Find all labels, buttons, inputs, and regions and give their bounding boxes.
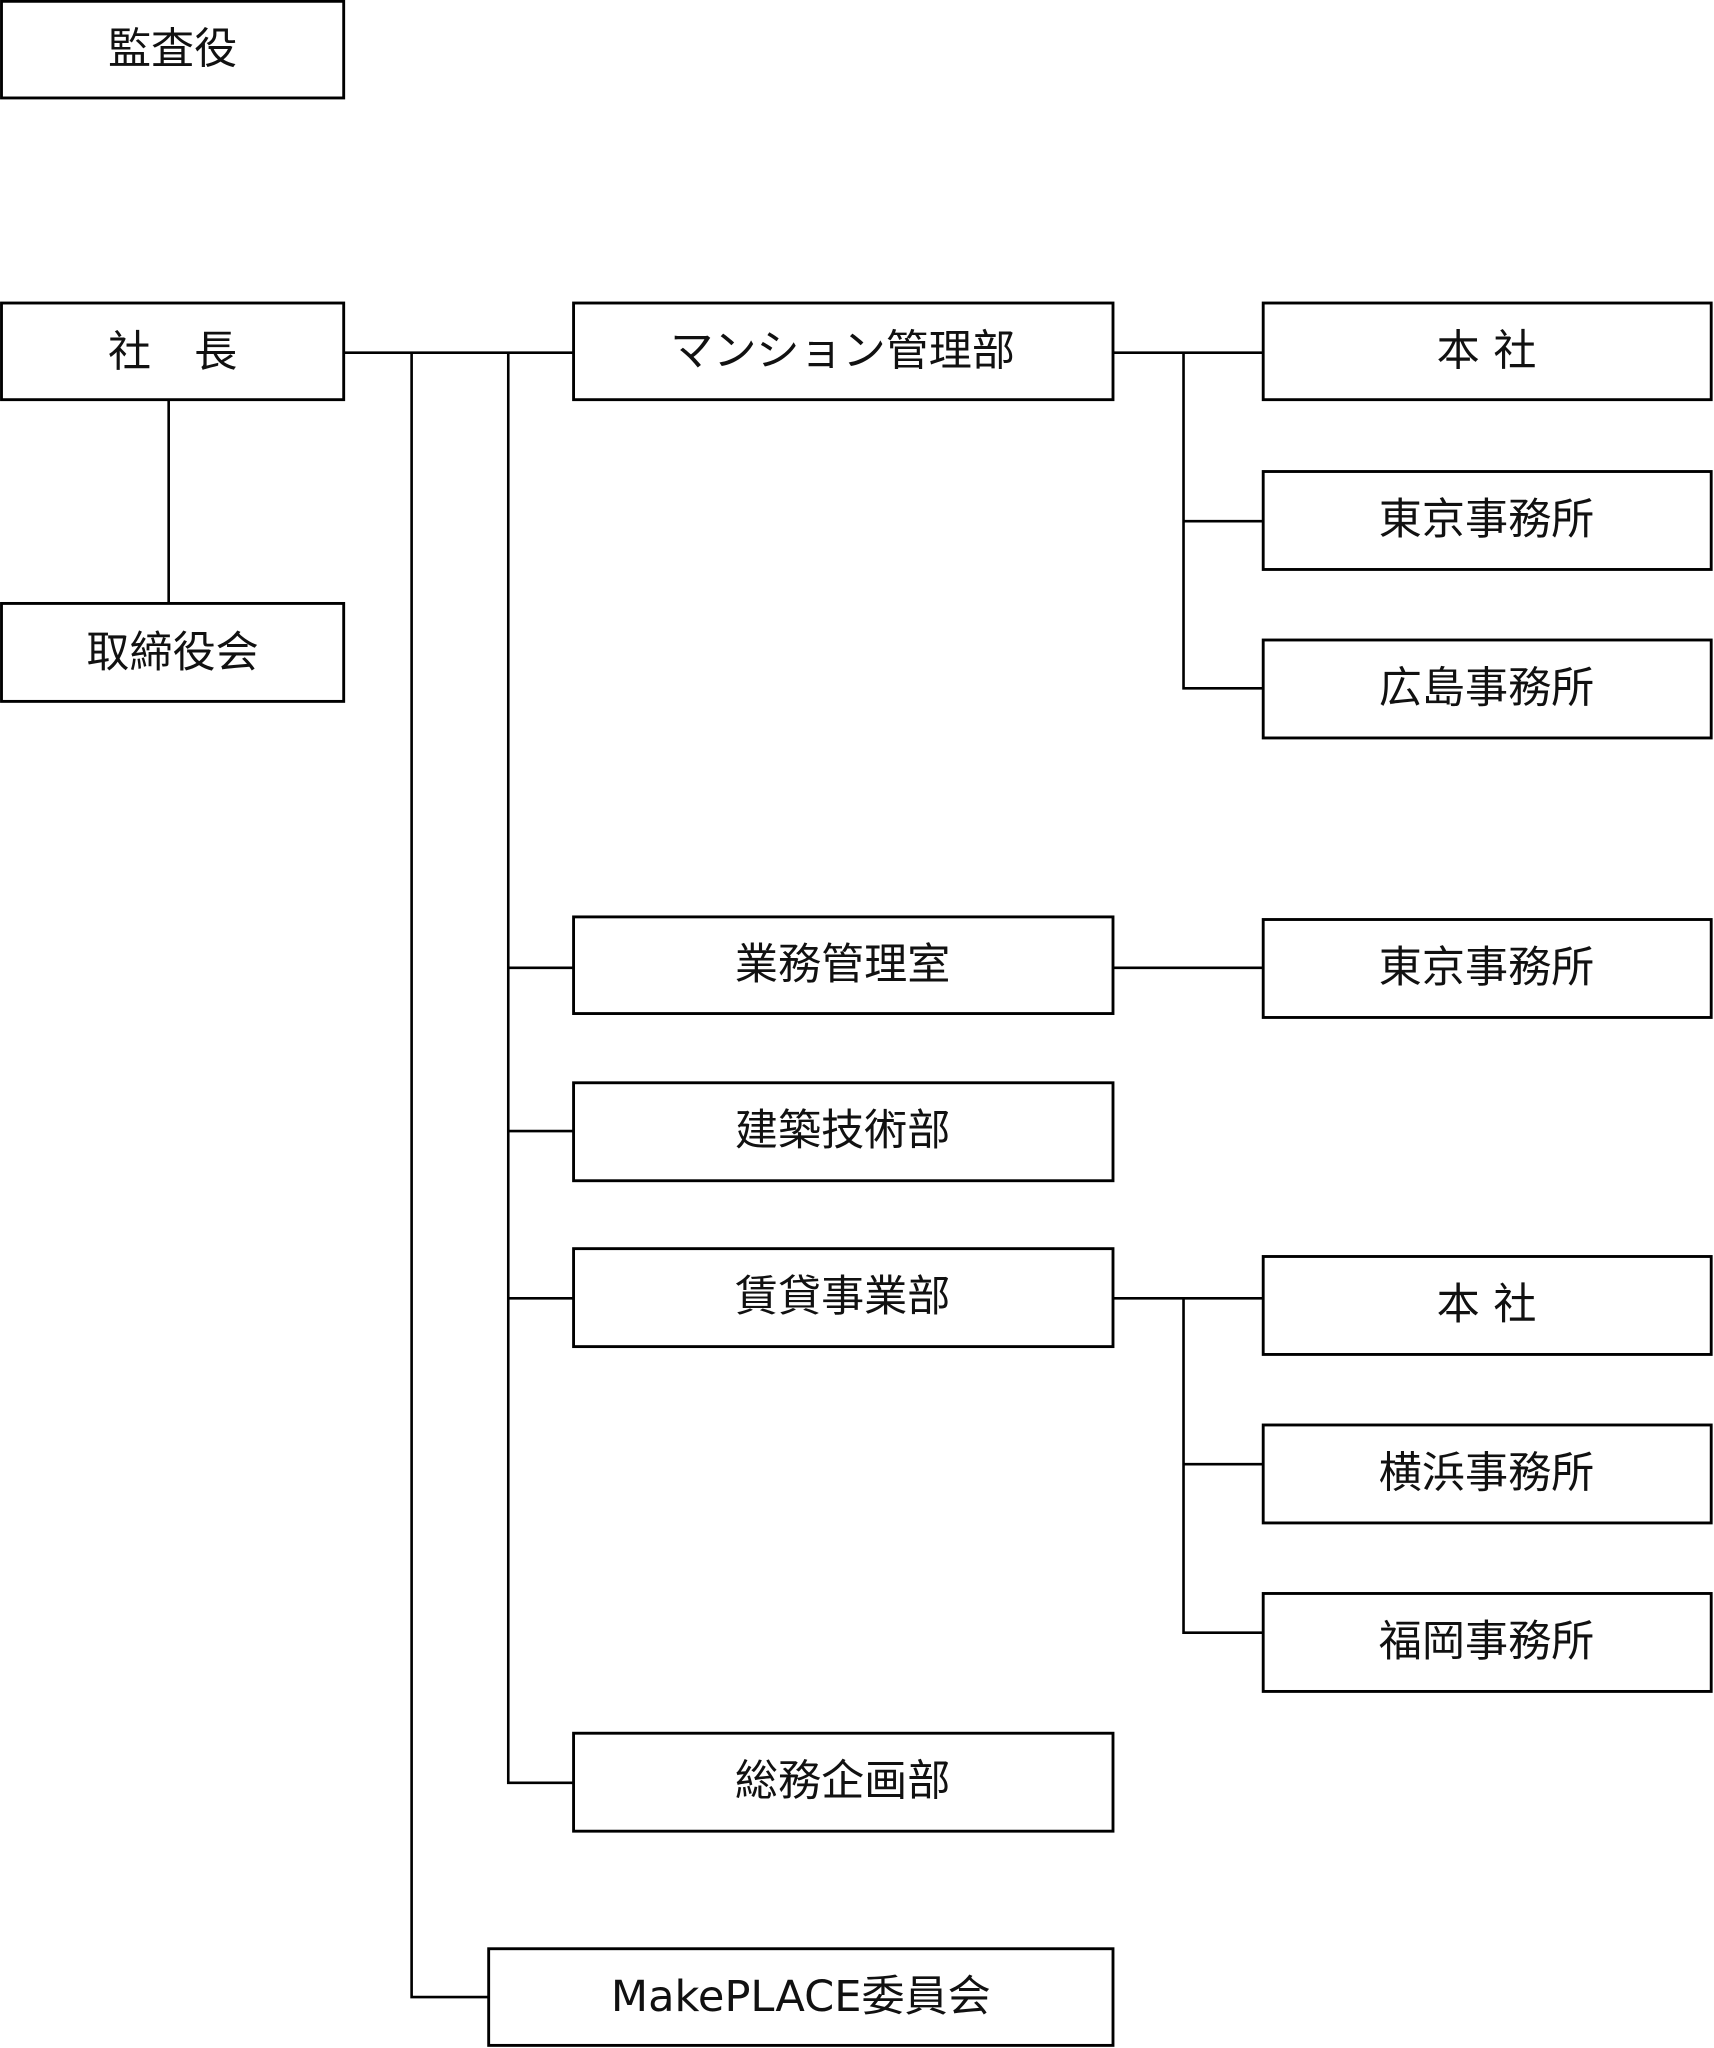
president-label: 社 長 <box>108 328 237 378</box>
connectors <box>167 351 1264 1999</box>
architecture-dept-label: 建築技術部 <box>735 1106 950 1156</box>
board-box: 取締役会 <box>0 601 346 703</box>
office-label: 本 社 <box>1437 1280 1537 1330</box>
office-box: 広島事務所 <box>1261 638 1713 740</box>
auditor-label: 監査役 <box>108 25 237 75</box>
president-box: 社 長 <box>0 301 346 402</box>
office-label: 福岡事務所 <box>1379 1617 1594 1667</box>
operations-dept-label: 業務管理室 <box>735 940 950 990</box>
office-label: 広島事務所 <box>1379 663 1594 713</box>
office-box: 福岡事務所 <box>1261 1592 1713 1693</box>
office-label: 本 社 <box>1437 326 1537 376</box>
board-label: 取締役会 <box>86 628 258 678</box>
rental-dept-box: 賃貸事業部 <box>572 1247 1115 1349</box>
office-label: 横浜事務所 <box>1379 1448 1594 1498</box>
rental-dept-label: 賃貸事業部 <box>735 1272 950 1322</box>
office-box: 本 社 <box>1261 1255 1713 1356</box>
office-box: 本 社 <box>1261 301 1713 402</box>
office-box: 東京事務所 <box>1261 918 1713 1019</box>
mansion-dept-box: マンション管理部 <box>572 301 1115 402</box>
office-box: 東京事務所 <box>1261 470 1713 571</box>
office-label: 東京事務所 <box>1379 943 1594 993</box>
committee-label: MakePLACE委員会 <box>611 1972 991 2022</box>
architecture-dept-box: 建築技術部 <box>572 1081 1115 1183</box>
mansion-dept-label: マンション管理部 <box>670 326 1015 376</box>
general-dept-label: 総務企画部 <box>735 1757 950 1807</box>
operations-dept-box: 業務管理室 <box>572 915 1115 1015</box>
office-label: 東京事務所 <box>1379 495 1594 545</box>
auditor-box: 監査役 <box>0 0 346 100</box>
general-dept-box: 総務企画部 <box>572 1731 1115 1833</box>
office-box: 横浜事務所 <box>1261 1423 1713 1525</box>
committee-box: MakePLACE委員会 <box>487 1947 1115 2047</box>
